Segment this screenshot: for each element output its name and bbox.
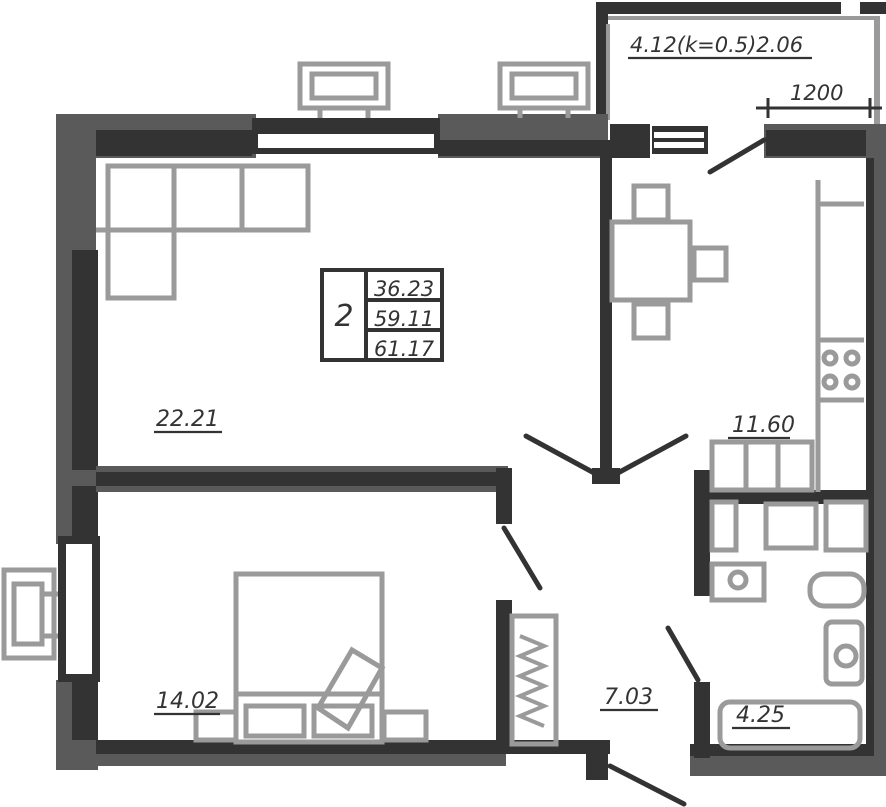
hallway-area: 7.03 [604, 685, 653, 710]
balcony [596, 2, 886, 128]
doors [501, 137, 767, 807]
windows [58, 118, 708, 682]
total-area-with-balcony-value: 61.17 [374, 337, 435, 361]
dimension-line [756, 98, 882, 118]
total-area-value: 59.11 [374, 307, 434, 331]
living-room-area: 22.21 [156, 407, 219, 432]
wardrobe-hangers [514, 634, 550, 728]
apartment-info-box: 2 36.23 59.11 61.17 [320, 268, 444, 362]
furniture [96, 163, 869, 751]
bedroom-area: 14.02 [156, 689, 219, 714]
outer-walls [56, 114, 886, 780]
ac-units [1, 61, 591, 661]
bathroom-area: 4.25 [736, 703, 785, 728]
balcony-area-label: 4.12(k=0.5)2.06 [630, 33, 803, 57]
living-area-value: 36.23 [374, 277, 434, 301]
kitchen-area: 11.60 [732, 413, 795, 438]
interior-walls [96, 140, 866, 758]
dimension-value: 1200 [790, 81, 843, 105]
rooms-count: 2 [334, 299, 353, 334]
